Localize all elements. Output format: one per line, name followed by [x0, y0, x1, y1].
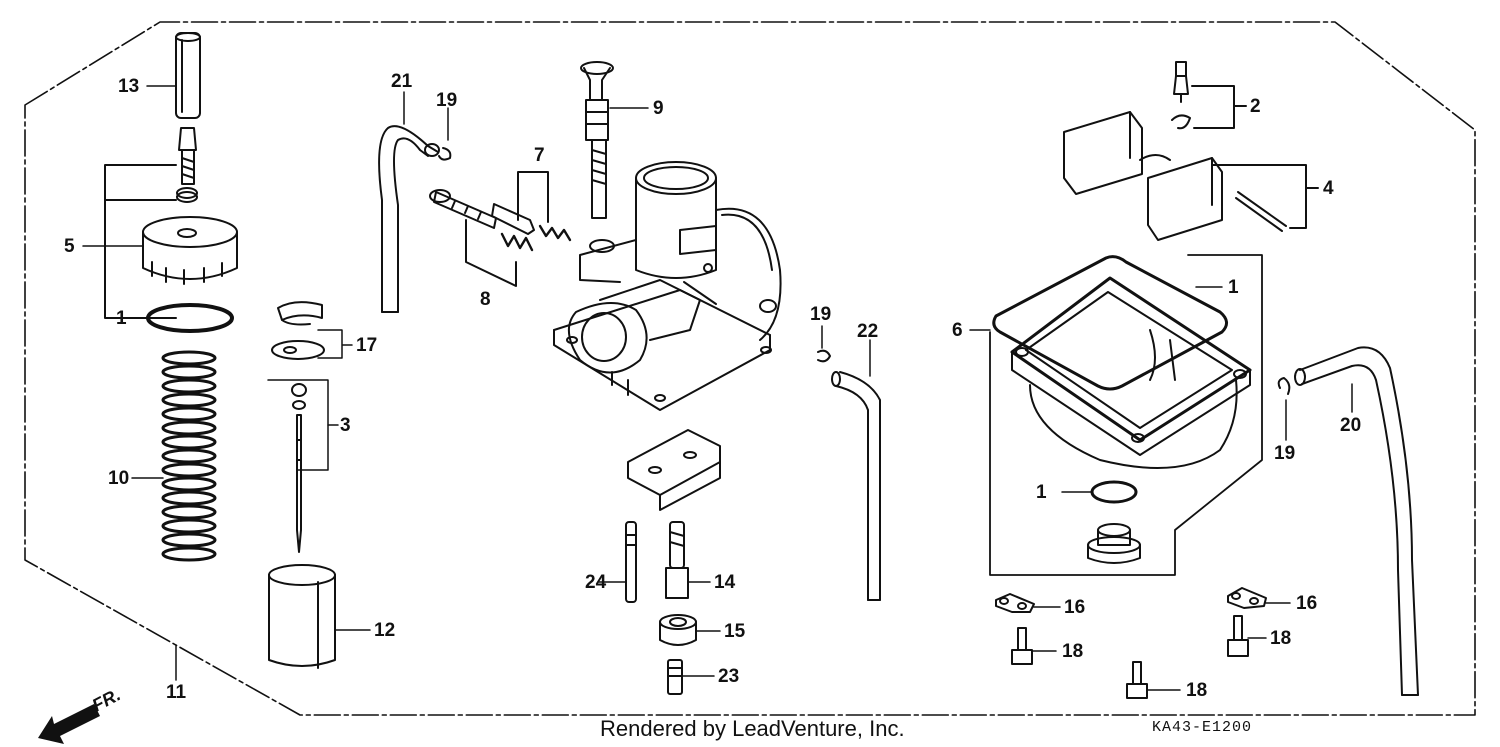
label-part-24: 24 [585, 572, 607, 593]
label-part-7: 7 [534, 145, 545, 166]
part-15-main-jet [659, 614, 697, 646]
part-16-bracket-left [995, 593, 1035, 613]
render-credit: Rendered by LeadVenture, Inc. [600, 716, 905, 741]
label-part-11: 11 [166, 682, 187, 703]
part-17-clip [271, 301, 325, 360]
label-part-1-o-ring: 1 [1036, 482, 1047, 503]
part-7-spring [500, 224, 572, 252]
leader-8 [465, 219, 517, 287]
part-2-float-valve [1171, 61, 1191, 130]
label-part-21: 21 [391, 71, 413, 92]
label-part-19-a: 19 [436, 90, 458, 111]
label-part-14: 14 [714, 572, 736, 593]
label-part-15: 15 [724, 621, 746, 642]
leader-lines [82, 85, 1353, 691]
part-24-needle-jet [625, 521, 637, 603]
label-part-1-gasket: 1 [1228, 277, 1239, 298]
part-14-main-jet-holder [665, 521, 689, 599]
part-5-top-cap [142, 216, 238, 285]
leader-4 [1211, 164, 1319, 229]
label-part-19-c: 19 [1274, 443, 1296, 464]
part-4-float [1063, 111, 1287, 241]
label-part-10: 10 [108, 468, 130, 489]
frame-outline [24, 21, 1476, 716]
part-23-slow-jet [667, 659, 683, 695]
label-part-20: 20 [1340, 415, 1362, 436]
part-9-starter-plunger [580, 61, 614, 219]
label-part-18-b: 18 [1270, 628, 1292, 649]
part-22-overflow-hose [831, 371, 881, 601]
label-part-12: 12 [374, 620, 396, 641]
label-part-16-right: 16 [1296, 593, 1318, 614]
part-20-drain-hose [1294, 346, 1419, 696]
leader-5-group [104, 164, 177, 319]
part-3-jet-needle [291, 383, 307, 553]
part-19-clip-c [1277, 377, 1291, 395]
part-12-throttle-valve [268, 564, 336, 669]
part-7-air-screw [491, 203, 535, 235]
label-part-6: 6 [952, 320, 963, 341]
carburetor-body [553, 161, 782, 411]
part-6-float-chamber [1010, 276, 1252, 469]
label-part-3: 3 [340, 415, 351, 436]
label-part-1-top: 1 [116, 308, 127, 329]
part-21-vent-hose [378, 125, 440, 313]
label-part-9: 9 [653, 98, 664, 119]
part-16-bracket-right [1227, 587, 1267, 609]
part-8-throttle-stop-screw [429, 189, 497, 229]
label-part-22: 22 [857, 321, 879, 342]
leader-2 [1191, 85, 1247, 129]
label-part-18-a: 18 [1062, 641, 1084, 662]
label-part-23: 23 [718, 666, 740, 687]
part-18-bolt-c [1126, 661, 1148, 699]
label-part-17: 17 [356, 335, 378, 356]
part-drain-plug [1087, 523, 1141, 564]
part-18-bolt-a [1011, 627, 1033, 665]
part-1-gasket [992, 255, 1228, 391]
label-part-4: 4 [1323, 178, 1334, 199]
label-part-18-c: 18 [1186, 680, 1208, 701]
part-19-clip-b [817, 349, 831, 363]
label-part-5: 5 [64, 236, 75, 257]
part-19-clip-a [438, 147, 452, 161]
label-part-2: 2 [1250, 96, 1261, 117]
part-10-spring [161, 350, 217, 562]
label-part-19-b: 19 [810, 304, 832, 325]
leader-7 [517, 171, 549, 223]
diagram-code: KA43-E1200 [1152, 719, 1253, 736]
leader-6-box [989, 254, 1263, 576]
label-part-13: 13 [118, 76, 140, 97]
part-5-adjuster-screw [178, 127, 197, 185]
part-5-nut [176, 187, 198, 203]
part-13-tube [175, 32, 201, 119]
part-18-bolt-b [1227, 615, 1249, 657]
part-1-o-ring-bottom [1090, 480, 1138, 504]
part-plate-bracket [627, 429, 721, 511]
label-part-16-left: 16 [1064, 597, 1086, 618]
front-arrow-icon [38, 704, 100, 744]
label-part-8: 8 [480, 289, 491, 310]
